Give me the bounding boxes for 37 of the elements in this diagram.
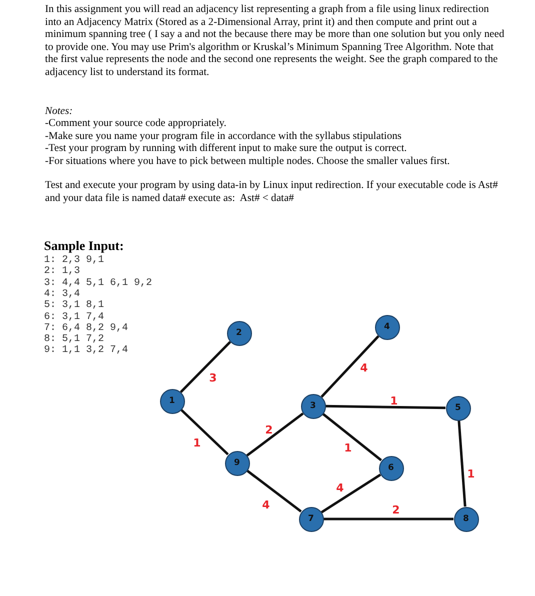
edge-weight: 2	[392, 504, 400, 516]
input-line: 7: 6,4 8,2 9,4	[44, 324, 128, 334]
edge-weight: 1	[467, 468, 475, 480]
graph-edge	[246, 412, 304, 456]
input-line: 6: 3,1 7,4	[44, 312, 104, 322]
edge-weight: 1	[390, 396, 398, 406]
edge-weight: 4	[336, 482, 344, 494]
graph-edge	[320, 474, 382, 514]
input-line: 1: 2,3 9,1	[44, 256, 104, 266]
graph-edge	[458, 420, 466, 507]
graph-edge	[322, 412, 382, 462]
input-line: 3: 4,4 5,1 6,1 9,2	[44, 278, 152, 289]
input-line: 2: 1,3	[44, 267, 80, 278]
execution-paragraph: Test and execute your program by using data-in by Linux input redirection. If your executable code is Ast# and your data file is named data# execute as: Ast# < data#	[45, 180, 499, 206]
graph-edge	[324, 518, 454, 520]
instructions-paragraph: In this assignment you will read an adjacency list representing a graph from a file using linux redirection into an Adjacency Matrix (Stored as a 2-Dimensional Array, print it) and then compute and print out a minimum spanning tree ( I say a and not the because there may be more than one solution but you only need to provide one. You may use Prim's algorithm or Kruskal’s Minimum Spanning Tree Algorithm. Note that the first value represents the node and the second one represents the weight. See the graph compared to the adjacency list to understand its format.	[45, 4, 505, 80]
input-line: 5: 3,1 8,1	[44, 301, 104, 312]
note-item: -Comment your source code appropriately.	[45, 118, 226, 131]
edge-weight: 1	[344, 442, 352, 454]
sample-input-heading: Sample Input:	[44, 238, 124, 253]
graph-edge	[320, 335, 380, 398]
note-item: -Make sure you name your program file in accordance with the syllabus stipulations	[45, 130, 402, 144]
edge-weight: 3	[209, 372, 217, 384]
edge-weight: 1	[193, 438, 201, 448]
input-line: 4: 3,4	[44, 290, 80, 300]
graph-edge	[180, 408, 229, 456]
notes-heading: Notes:	[45, 106, 73, 119]
edge-weight: 2	[265, 424, 273, 436]
graph-edge	[180, 341, 232, 393]
input-line: 8: 5,1 7,2	[44, 335, 104, 346]
graph-edge	[325, 404, 446, 410]
input-line: 9: 1,1 3,2 7,4	[44, 346, 128, 356]
graph-edge	[246, 470, 302, 512]
edge-weight: 4	[262, 500, 270, 510]
edge-weight: 4	[360, 362, 368, 374]
note-item: -Test your program by running with different input to make sure the output is correct.	[45, 143, 407, 156]
note-item: -For situations where you have to pick between multiple nodes. Choose the smaller values first.	[45, 156, 450, 168]
